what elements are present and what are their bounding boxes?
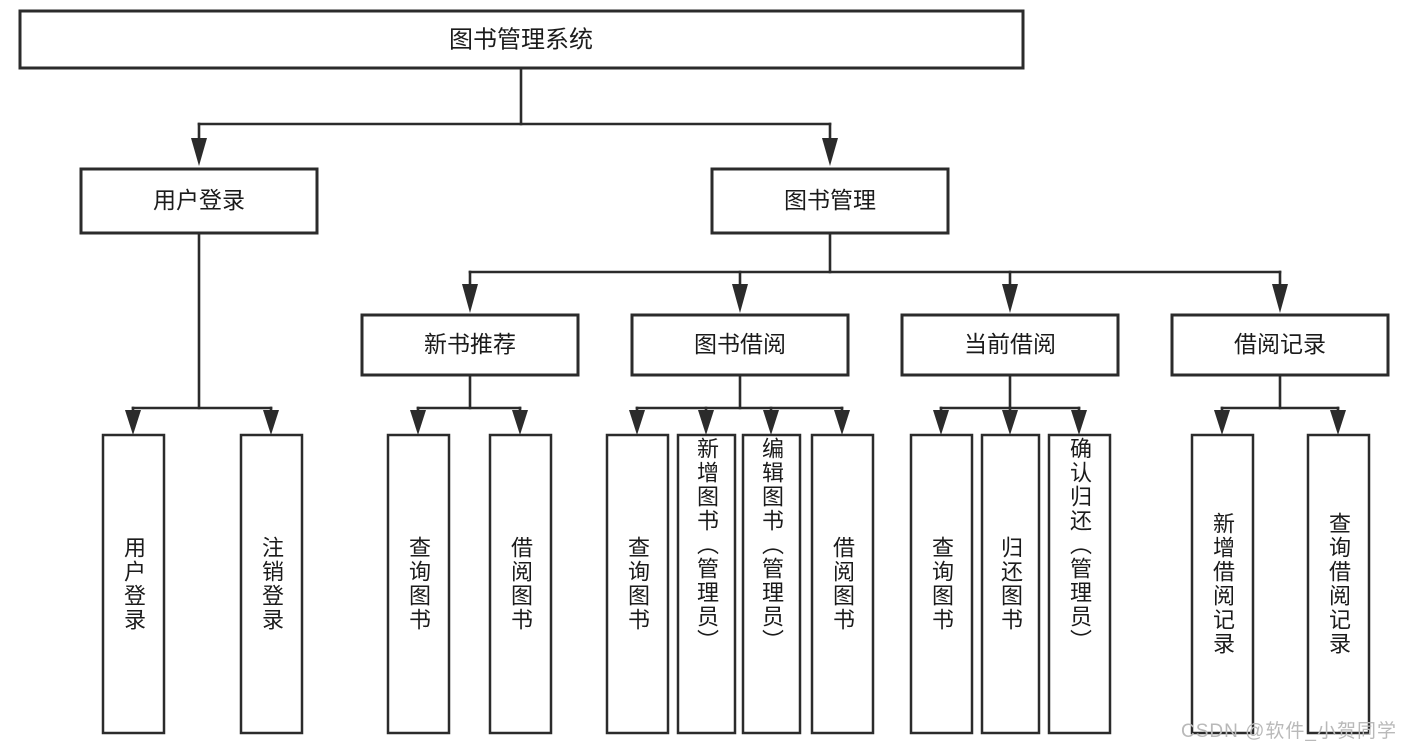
arrow-head-icon [1330,410,1346,435]
arrow-head-icon [125,410,141,435]
leaf-node-new-book-query[interactable] [386,433,451,735]
arrow-head-icon [1071,410,1087,435]
arrow-head-icon [732,284,748,313]
csdn-watermark: CSDN @软件_小贺同学 [1181,721,1397,742]
connector-new-book-to-leaves [410,373,528,435]
connector-borrow-record-to-leaves [1214,373,1346,435]
node-new-book-recommend-label: 新书推荐 [424,331,516,357]
connector-root-to-level2 [191,66,838,166]
arrow-head-icon [410,410,426,435]
leaf-node-user-login-login[interactable] [101,433,166,735]
connector-book-borrow-to-leaves [629,373,850,435]
arrow-head-icon [1272,284,1288,313]
leaf-node-record-query[interactable] [1306,433,1371,735]
node-current-borrow-label: 当前借阅 [964,331,1056,357]
leaf-node-record-add[interactable] [1190,433,1255,735]
leaf-node-user-login-logout[interactable] [239,433,304,735]
arrow-head-icon [462,284,478,313]
node-user-login[interactable]: 用户登录 [79,167,319,235]
leaf-node-borrow-borrow-book[interactable] [810,433,875,735]
arrow-head-icon [1002,284,1018,313]
arrow-head-icon [263,410,279,435]
node-root-label: 图书管理系统 [449,26,593,53]
node-book-management[interactable]: 图书管理 [710,167,950,235]
node-book-management-label: 图书管理 [784,187,876,213]
connector-book-mgmt-to-level3 [462,231,1288,313]
connector-current-borrow-to-leaves [933,373,1087,435]
node-user-login-label: 用户登录 [153,187,245,213]
arrow-head-icon [834,410,850,435]
leaf-node-current-confirm-return[interactable] [1047,433,1112,735]
leaf-node-borrow-edit-book[interactable] [741,433,802,735]
node-borrow-record-label: 借阅记录 [1234,331,1326,357]
node-book-borrow[interactable]: 图书借阅 [630,313,850,377]
connector-user-login-to-leaves [125,231,279,435]
node-current-borrow[interactable]: 当前借阅 [900,313,1120,377]
arrow-head-icon [1002,410,1018,435]
arrow-head-icon [512,410,528,435]
node-borrow-record[interactable]: 借阅记录 [1170,313,1390,377]
arrow-head-icon [191,138,207,166]
leaf-node-current-return-book[interactable] [980,433,1041,735]
arrow-head-icon [822,138,838,166]
arrow-head-icon [763,410,779,435]
node-book-borrow-label: 图书借阅 [694,331,786,357]
leaf-node-borrow-add-book[interactable] [676,433,737,735]
leaf-node-current-query-book[interactable] [909,433,974,735]
arrow-head-icon [1214,410,1230,435]
node-new-book-recommend[interactable]: 新书推荐 [360,313,580,377]
arrow-head-icon [629,410,645,435]
leaf-node-borrow-query-book[interactable] [605,433,670,735]
arrow-head-icon [698,410,714,435]
leaf-node-new-book-borrow[interactable] [488,433,553,735]
node-root[interactable]: 图书管理系统 [18,9,1025,70]
arrow-head-icon [933,410,949,435]
